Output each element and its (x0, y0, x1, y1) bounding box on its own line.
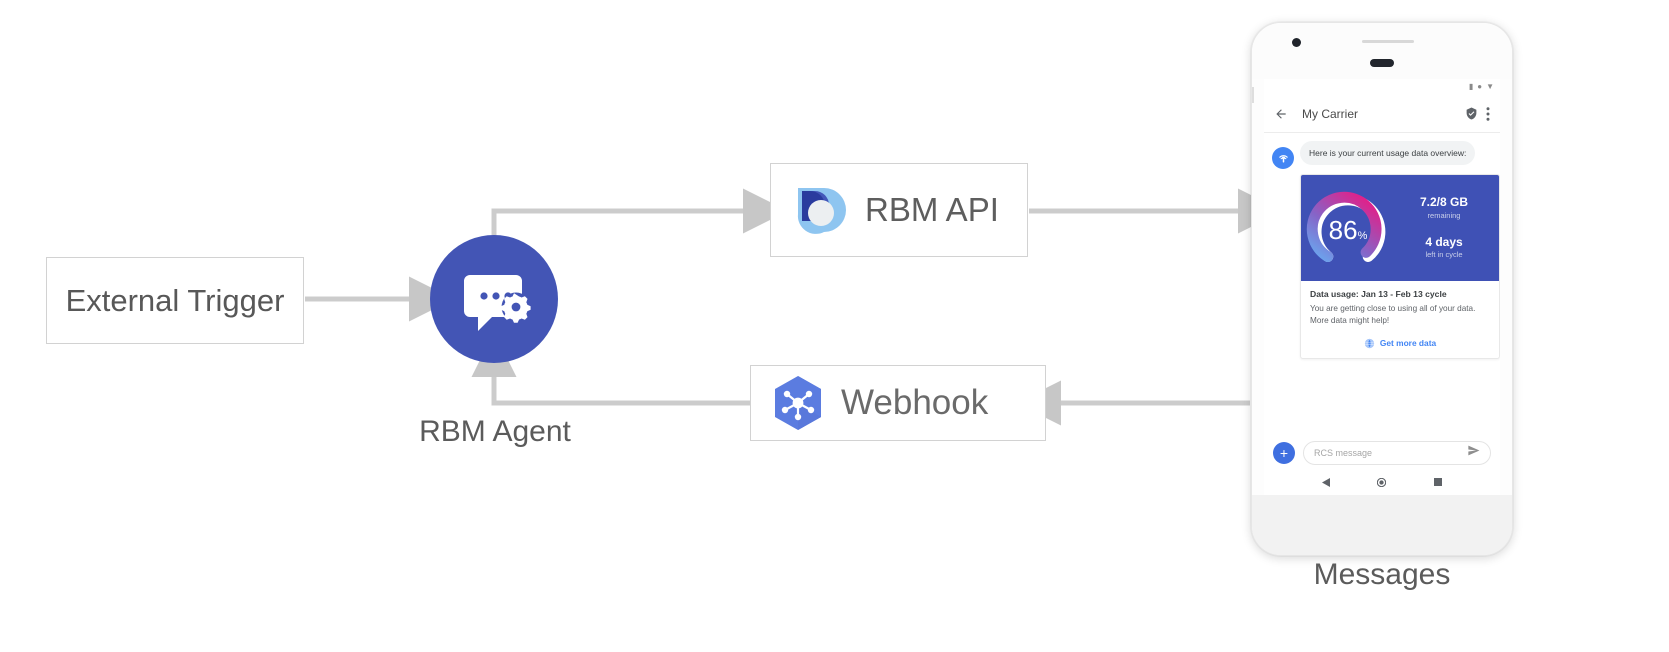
gauge-stats: 7.2/8 GB remaining 4 days left in cycle (1395, 195, 1499, 260)
verified-shield-icon (1465, 107, 1478, 120)
gauge-panel: 86% 7.2/8 GB remaining 4 days left in cy… (1301, 175, 1499, 281)
phone-top-bezel (1252, 23, 1512, 79)
get-more-data-label: Get more data (1379, 338, 1437, 349)
rbm-api-label: RBM API (865, 191, 999, 228)
signal-icon: ▮ (1468, 82, 1474, 91)
rcs-agent-icon (1272, 147, 1294, 169)
front-camera-icon (1292, 38, 1301, 47)
external-trigger-label: External Trigger (65, 282, 285, 318)
earpiece-speaker (1370, 59, 1394, 67)
overflow-menu-icon[interactable] (1486, 106, 1490, 121)
chat-gear-icon (464, 275, 531, 331)
back-triangle-icon[interactable] (1321, 477, 1330, 487)
external-trigger-node[interactable]: External Trigger (46, 257, 304, 344)
webhook-label: Webhook (841, 383, 989, 422)
phone-mockup: ▮ ● ▼ My Carrier (1251, 22, 1513, 556)
battery-icon: ▼ (1486, 82, 1494, 91)
recents-square-icon[interactable] (1434, 478, 1443, 486)
home-circle-icon[interactable] (1377, 477, 1387, 487)
android-nav-bar (1264, 469, 1500, 495)
phone-screen: ▮ ● ▼ My Carrier (1264, 79, 1500, 495)
send-icon[interactable] (1467, 444, 1480, 462)
status-bar: ▮ ● ▼ (1264, 79, 1500, 95)
app-bar-title: My Carrier (1302, 106, 1358, 121)
rbm-agent-circle (430, 235, 558, 363)
edge-agent-to-api (491, 188, 788, 236)
intro-message-row: Here is your current usage data overview… (1272, 141, 1492, 169)
gauge-percent-symbol: % (1357, 230, 1368, 242)
card-description: You are getting close to using all of yo… (1310, 304, 1476, 325)
card-title: Data usage: Jan 13 - Feb 13 cycle (1310, 289, 1447, 299)
gauge-percent: 86% (1309, 215, 1387, 246)
phone-side-button (1252, 87, 1254, 103)
rcs-message-placeholder: RCS message (1314, 448, 1373, 458)
gauge-percent-value: 86 (1328, 215, 1358, 245)
message-composer: + RCS message (1264, 441, 1500, 465)
get-more-data-button[interactable]: Get more data (1301, 331, 1499, 358)
messages-label: Messages (1313, 558, 1451, 591)
stat-spacer (1395, 221, 1493, 235)
proximity-sensor (1362, 40, 1414, 43)
stat-data-remaining-value: 7.2/8 GB (1419, 195, 1469, 210)
wifi-dot-icon: ● (1477, 82, 1483, 91)
rbm-agent-label: RBM Agent (419, 415, 571, 448)
back-arrow-icon[interactable] (1274, 107, 1288, 121)
app-bar: My Carrier (1264, 95, 1500, 133)
stat-days-left-value: 4 days (1425, 235, 1463, 249)
rbm-droplet-icon (797, 188, 846, 234)
rich-card[interactable]: 86% 7.2/8 GB remaining 4 days left in cy… (1300, 174, 1500, 359)
card-body: Data usage: Jan 13 - Feb 13 cycle You ar… (1301, 281, 1499, 331)
usage-gauge (1301, 186, 1395, 270)
stat-days-left-caption: left in cycle (1425, 250, 1463, 260)
phone-bottom-bezel (1252, 495, 1512, 555)
edge-webhook-to-agent (471, 332, 750, 406)
rbm-api-node[interactable]: RBM API (770, 163, 1028, 257)
intro-message-bubble: Here is your current usage data overview… (1300, 141, 1476, 166)
globe-icon (1364, 338, 1374, 348)
stat-data-remaining-caption: remaining (1427, 210, 1461, 220)
rbm-agent-node[interactable] (430, 235, 558, 363)
hexagon-nodes-icon (775, 376, 821, 430)
plus-icon[interactable]: + (1273, 442, 1295, 464)
rcs-message-input[interactable]: RCS message (1303, 441, 1491, 465)
conversation-thread: Here is your current usage data overview… (1264, 133, 1500, 359)
webhook-node[interactable]: Webhook (750, 365, 1046, 441)
